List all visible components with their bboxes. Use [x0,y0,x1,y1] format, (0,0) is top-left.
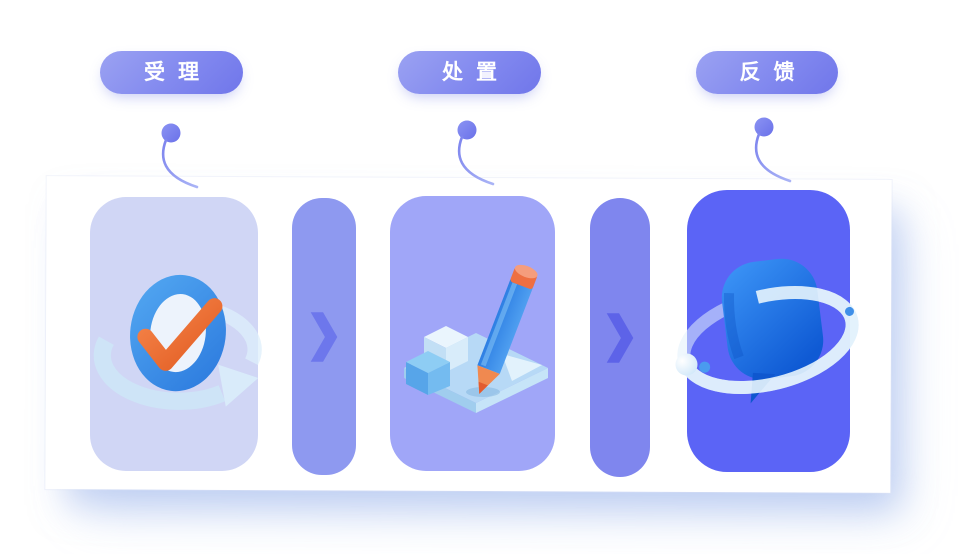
connector [292,198,356,475]
step-pill-acceptance: 受理 [100,51,243,94]
step-card-acceptance [90,197,262,471]
step-label: 处置 [442,61,510,84]
chevron-right-icon [310,311,338,362]
chat-orbit-icon [675,258,859,404]
connector [590,198,650,477]
step-label: 反馈 [739,61,808,84]
chevron-right-icon [606,312,634,363]
check-cycle-icon [93,274,262,410]
label-pointer-icon [161,123,199,189]
label-pointer-icon [457,120,495,186]
step-label: 受理 [144,61,212,84]
pencil-board-icon [404,264,548,413]
step-pill-feedback: 反馈 [696,51,838,94]
step-card-feedback [675,190,859,472]
label-pointer-icon [754,117,792,183]
step-pill-handling: 处置 [398,51,541,94]
step-card-handling [390,196,555,471]
